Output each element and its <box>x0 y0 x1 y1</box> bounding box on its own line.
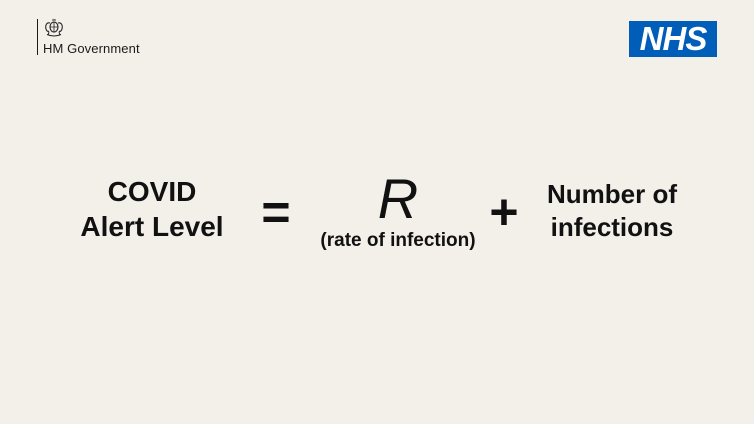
hm-government-logo: HM Government <box>37 18 140 55</box>
covid-alert-level-line2: Alert Level <box>80 211 224 242</box>
nhs-logo: NHS <box>629 21 717 57</box>
number-of-infections-term: Number of infections <box>530 178 694 244</box>
plus-sign: + <box>489 184 519 240</box>
number-of-infections-line1: Number of <box>547 179 677 209</box>
r-symbol: R <box>377 167 419 230</box>
royal-coat-of-arms-icon <box>45 18 63 37</box>
r-caption: (rate of infection) <box>320 230 476 251</box>
covid-alert-level-term: COVID Alert Level <box>62 174 242 244</box>
logo-divider <box>37 19 38 55</box>
number-of-infections-line2: infections <box>550 212 674 242</box>
hm-government-label: HM Government <box>43 41 140 56</box>
hm-government-stack: HM Government <box>43 18 140 55</box>
covid-alert-level-line1: COVID <box>107 176 197 207</box>
equals-sign: = <box>261 184 291 240</box>
r-term: R (rate of infection) <box>310 168 486 252</box>
